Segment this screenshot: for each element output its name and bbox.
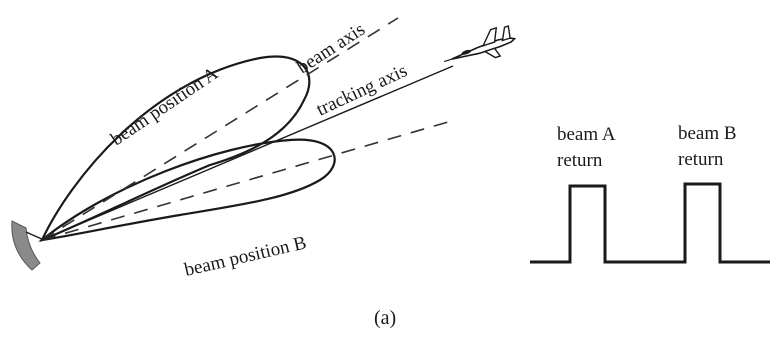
beam-b-return-label-line2: return	[678, 149, 724, 170]
beam-lobe-a	[39, 55, 311, 243]
beam-axis-label: beam axis	[293, 19, 369, 78]
beam-axis-a-line	[41, 17, 399, 241]
beam-axis-b-line	[41, 121, 449, 241]
return-pulse-waveform	[530, 182, 770, 264]
dish-feed	[25, 231, 45, 241]
beam-a-return-label-line2: return	[557, 150, 603, 171]
beam-position-b-label: beam position B	[182, 232, 308, 280]
figure-caption: (a)	[374, 307, 396, 329]
dish-reflector	[11, 220, 41, 271]
tracking-axis-line	[41, 65, 454, 241]
beam-a-return-label-line1: beam A	[557, 124, 616, 145]
beam-lobe-b	[38, 138, 336, 242]
beam-b-return-label-line1: beam B	[678, 123, 737, 144]
beam-position-a-label: beam position A	[107, 63, 222, 150]
radar-dish-icon	[11, 220, 45, 271]
jet-aircraft-icon	[443, 25, 517, 63]
